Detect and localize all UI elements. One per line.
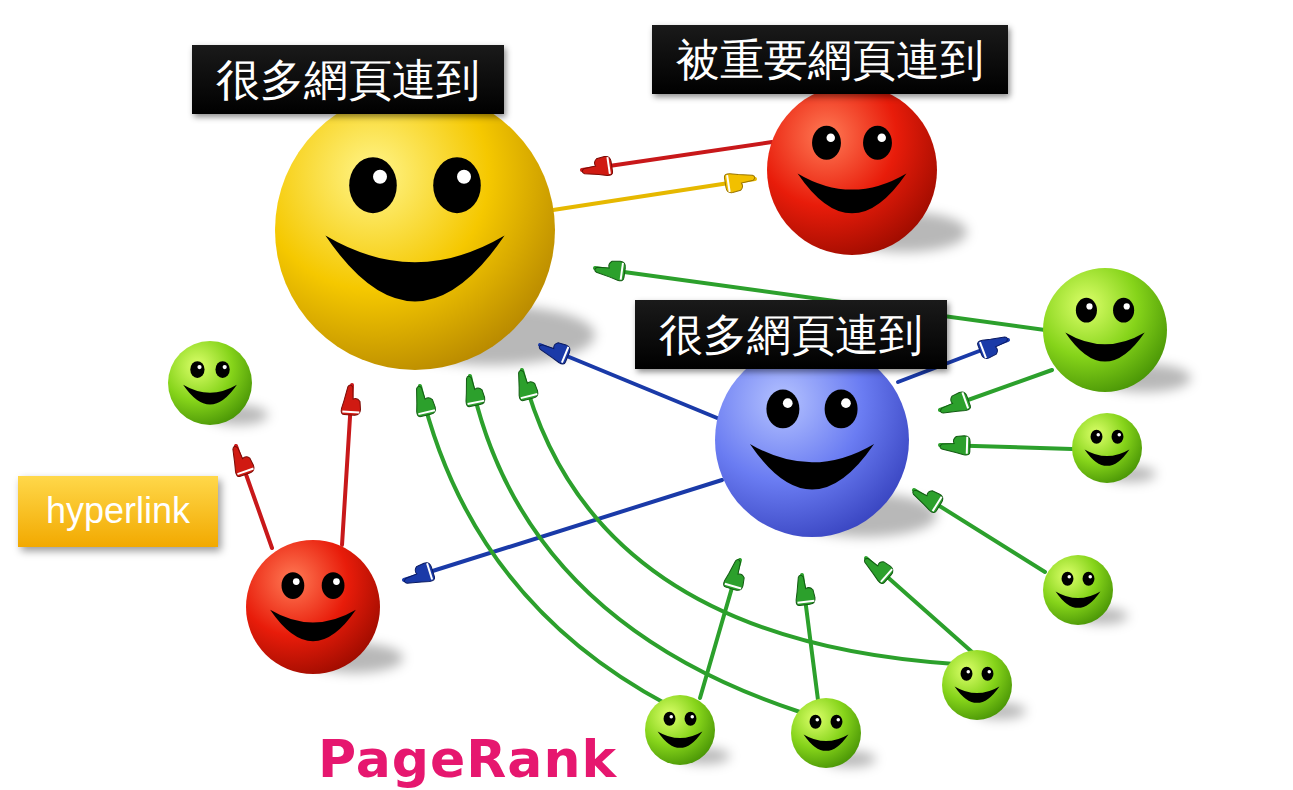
web-page-smileys — [168, 85, 1167, 768]
label-tag: 被重要網頁連到 — [652, 25, 1008, 94]
hyperlink-tag: hyperlink — [18, 476, 218, 547]
label-text: 很多網頁連到 — [216, 51, 480, 108]
label-text: hyperlink — [46, 488, 190, 535]
label-tag: 很多網頁連到 — [635, 300, 947, 369]
label-text: 被重要網頁連到 — [676, 31, 984, 88]
label-tag: 很多網頁連到 — [192, 45, 504, 114]
label-text: 很多網頁連到 — [659, 306, 923, 363]
pagerank-title: PageRank — [318, 733, 617, 785]
